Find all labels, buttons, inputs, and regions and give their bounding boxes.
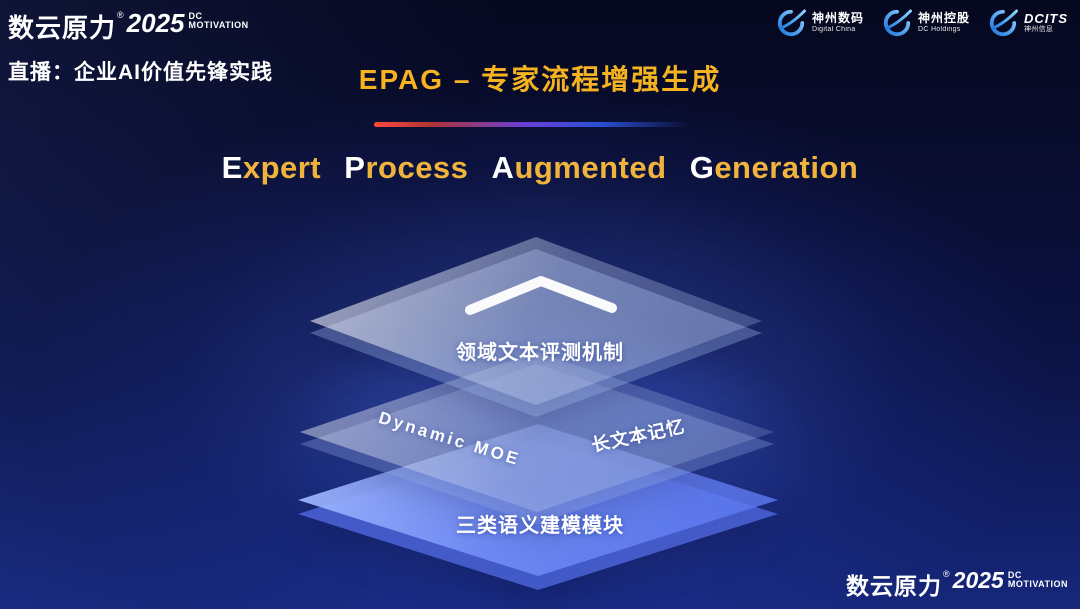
brand-tagline-motivation: MOTIVATION xyxy=(188,20,249,31)
subtitle-initial: P xyxy=(344,150,366,185)
logo-name: 神州数码 xyxy=(811,11,864,26)
subtitle-initial: G xyxy=(689,150,715,185)
brand-year: 2025 xyxy=(126,8,185,38)
brand-year: 2025 xyxy=(952,567,1004,593)
top-layer-face xyxy=(310,237,762,405)
subtitle-initial: A xyxy=(491,150,515,185)
live-stream-label: 直播：企业AI价值先锋实践 xyxy=(8,61,273,84)
logo-subtitle: Digital China xyxy=(811,25,856,33)
brand-tagline-dc: DC xyxy=(188,11,203,21)
logo-name: DCITS xyxy=(1024,10,1068,26)
dc-swoosh-icon xyxy=(777,9,806,37)
brand-name: 数云原力 xyxy=(846,573,943,599)
gradient-divider xyxy=(374,122,688,127)
subtitle-word: Expert xyxy=(222,150,322,186)
brand-logo-header: 数云原力 ® 2025 DC MOTIVATION xyxy=(8,8,249,45)
dc-swoosh-icon xyxy=(883,9,912,37)
brand-tagline-dc: DC xyxy=(1007,570,1022,580)
brand-name: 数云原力 xyxy=(8,13,117,43)
logo-text: DCITS 神州信息 xyxy=(1024,10,1068,35)
bottom-layer xyxy=(298,424,778,590)
brand-logo-footer: 数云原力 ® 2025 DC MOTIVATION xyxy=(846,567,1068,601)
english-subtitle: Expert Process Augmented Generation xyxy=(0,150,1080,186)
logo-name: 神州控股 xyxy=(917,11,970,26)
brand-tagline-motivation: MOTIVATION xyxy=(1007,579,1068,590)
logo-subtitle: DC Holdings xyxy=(917,25,961,33)
brand-tagline: DC MOTIVATION xyxy=(188,11,249,31)
corporate-logos: 神州数码 Digital China 神州控股 DC Holdings xyxy=(776,8,1068,38)
brand-tagline: DC MOTIVATION xyxy=(1007,570,1068,590)
subtitle-rest: eneration xyxy=(714,150,859,185)
logo-subtitle: 神州信息 xyxy=(1024,26,1054,34)
subtitle-rest: rocess xyxy=(365,150,469,185)
logo-text: 神州数码 Digital China xyxy=(811,11,864,34)
logo-digital-china: 神州数码 Digital China xyxy=(776,8,864,38)
brand-registered-mark: ® xyxy=(117,10,124,20)
page-title: EPAG – 专家流程增强生成 xyxy=(358,64,722,95)
logo-dc-holdings: 神州控股 DC Holdings xyxy=(882,8,970,38)
brand-registered-mark: ® xyxy=(943,569,950,579)
subtitle-word: Generation xyxy=(690,150,859,186)
top-layer-label: 领域文本评测机制 xyxy=(456,342,624,364)
subtitle-word: Process xyxy=(344,150,468,186)
subtitle-rest: ugmented xyxy=(514,150,667,185)
subtitle-word: Augmented xyxy=(492,150,667,186)
chevron-up-icon xyxy=(465,276,617,315)
bottom-layer-label: 三类语义建模模块 xyxy=(456,515,624,537)
logo-text: 神州控股 DC Holdings xyxy=(917,11,970,34)
top-layer xyxy=(310,237,762,417)
dc-swoosh-icon xyxy=(989,9,1018,37)
subtitle-rest: xpert xyxy=(242,150,322,185)
logo-dcits: DCITS 神州信息 xyxy=(988,8,1068,38)
subtitle-initial: E xyxy=(221,150,243,185)
